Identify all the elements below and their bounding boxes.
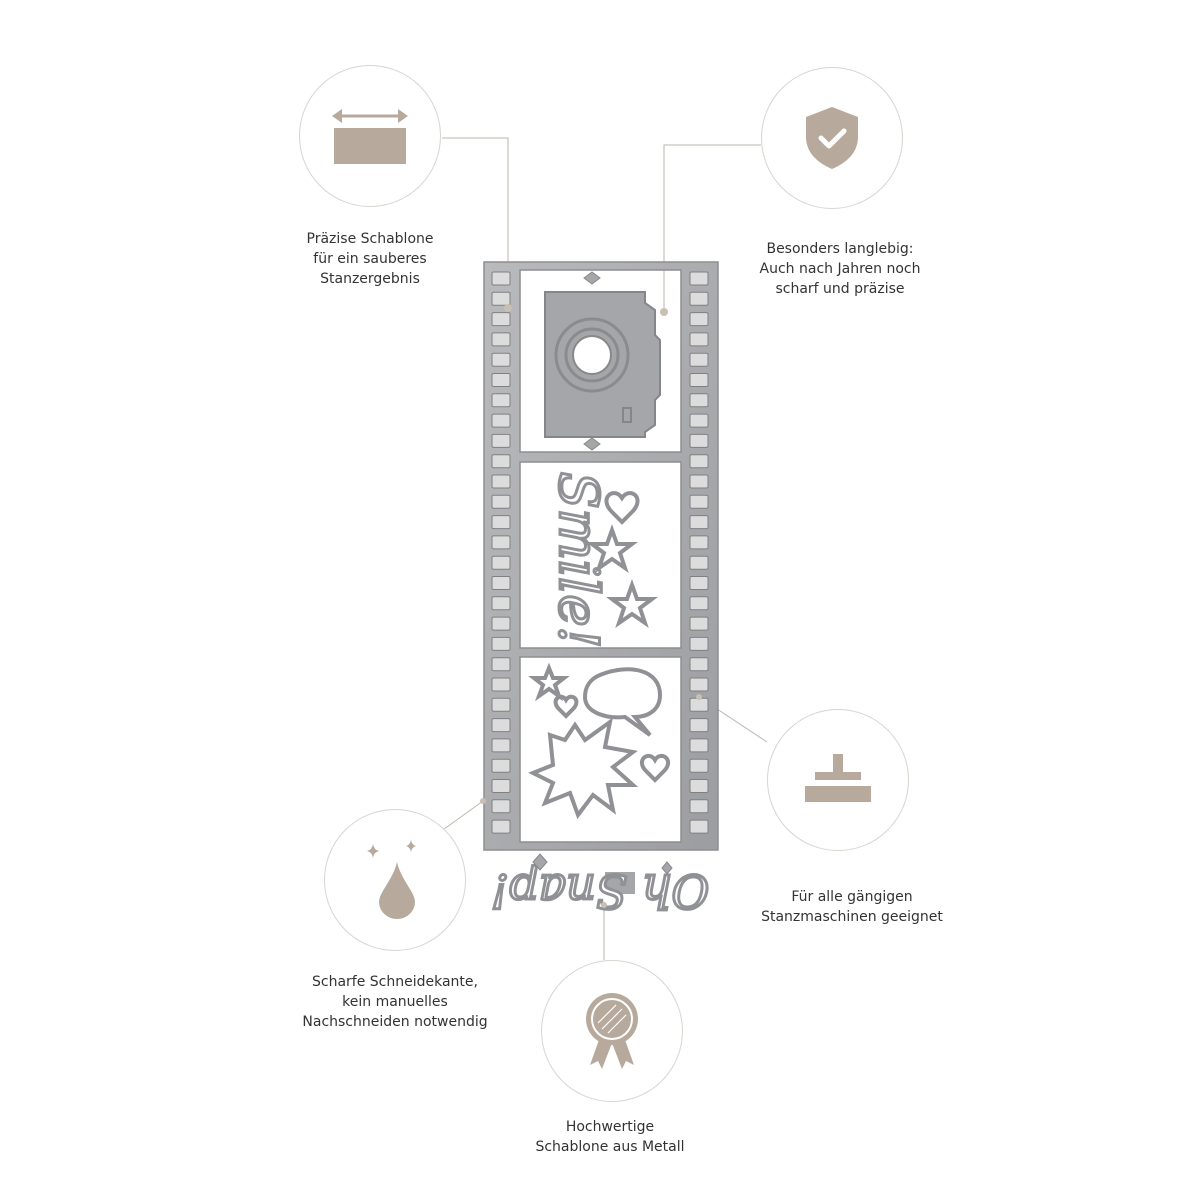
- feature-label-sharp: Scharfe Schneidekante, kein manuelles Na…: [302, 972, 487, 1032]
- sprocket-hole: [491, 454, 511, 469]
- sprocket-hole: [491, 494, 511, 509]
- feature-circle-sharp: [324, 809, 466, 951]
- sprocket-hole: [491, 819, 511, 834]
- label-line: Schablone aus Metall: [535, 1139, 685, 1155]
- pow-die: [528, 662, 671, 820]
- sprocket-hole: [491, 697, 511, 712]
- sprocket-hole: [491, 352, 511, 367]
- feature-label-metal: Hochwertige Schablone aus Metall: [535, 1117, 684, 1157]
- label-line: Stanzergebnis: [320, 271, 420, 287]
- smile-die: Smile!: [546, 470, 658, 650]
- sprocket-hole: [491, 535, 511, 550]
- sprocket-hole: [689, 576, 709, 590]
- feature-circle-durable: [761, 67, 903, 209]
- sprocket-hole: [689, 373, 709, 387]
- sprocket-hole: [689, 352, 709, 367]
- sprocket-hole: [689, 494, 709, 509]
- sprocket-hole: [689, 291, 709, 306]
- sprocket-hole: [689, 779, 709, 793]
- label-line: Besonders langlebig:: [766, 241, 914, 257]
- sprocket-hole: [689, 677, 709, 692]
- label-line: Für alle gängigen: [791, 889, 913, 905]
- sprocket-hole: [689, 718, 709, 733]
- sprocket-hole: [491, 576, 511, 590]
- sprocket-hole: [689, 413, 709, 428]
- sprocket-hole: [689, 657, 709, 672]
- sprocket-hole: [491, 555, 511, 570]
- width-arrow-icon: [332, 109, 408, 164]
- sprocket-hole: [491, 779, 511, 793]
- feature-circle-precise: [299, 65, 441, 207]
- sprocket-hole: [689, 433, 709, 448]
- drop-sparkle-icon: [367, 840, 416, 919]
- sprocket-hole: [491, 413, 511, 428]
- sprocket-hole: [491, 433, 511, 448]
- sprocket-hole: [689, 799, 709, 814]
- sprocket-hole: [689, 555, 709, 570]
- sprocket-hole: [689, 636, 709, 651]
- sprocket-hole: [491, 373, 511, 387]
- label-line: Nachschneiden notwendig: [302, 1014, 488, 1030]
- sprocket-hole: [491, 332, 511, 347]
- sprocket-hole: [491, 515, 511, 530]
- svg-text:Oh Snap!: Oh Snap!: [491, 864, 709, 918]
- sprocket-hole: [689, 312, 709, 327]
- sprocket-hole: [491, 677, 511, 692]
- sprocket-holes: [491, 271, 709, 834]
- sprocket-hole: [689, 271, 709, 286]
- feature-circle-metal: [541, 960, 683, 1102]
- sprocket-hole: [491, 636, 511, 651]
- label-line: für ein sauberes: [313, 251, 427, 267]
- sprocket-hole: [689, 819, 709, 834]
- label-line: Auch nach Jahren noch: [759, 261, 921, 277]
- sprocket-hole: [491, 758, 511, 773]
- label-line: Hochwertige: [565, 1119, 655, 1135]
- sprocket-hole: [491, 596, 511, 611]
- sprocket-hole: [491, 271, 511, 286]
- sprocket-hole: [491, 312, 511, 327]
- feature-circle-machines: [767, 709, 909, 851]
- sprocket-hole: [491, 738, 511, 753]
- sprocket-hole: [689, 393, 709, 408]
- sprocket-hole: [689, 515, 709, 530]
- sprocket-hole: [491, 474, 511, 489]
- camera-die: [544, 271, 661, 451]
- sprocket-hole: [689, 596, 709, 611]
- sprocket-hole: [491, 799, 511, 814]
- shield-check-icon: [806, 107, 858, 169]
- sprocket-hole: [491, 616, 511, 631]
- sprocket-hole: [491, 657, 511, 672]
- sprocket-hole: [491, 718, 511, 733]
- label-line: kein manuelles: [342, 994, 448, 1010]
- sprocket-hole: [689, 535, 709, 550]
- sprocket-hole: [689, 697, 709, 712]
- feature-label-durable: Besonders langlebig: Auch nach Jahren no…: [760, 239, 921, 299]
- label-line: scharf und präzise: [775, 281, 905, 297]
- medal-icon: [586, 993, 638, 1069]
- sprocket-hole: [689, 616, 709, 631]
- sprocket-hole: [689, 738, 709, 753]
- label-line: Stanzmaschinen geeignet: [761, 909, 943, 925]
- sprocket-hole: [491, 291, 511, 306]
- feature-label-precise: Präzise Schablone für ein sauberes Stanz…: [307, 229, 434, 289]
- sprocket-hole: [689, 474, 709, 489]
- press-machine-icon: [805, 754, 871, 802]
- sprocket-hole: [689, 332, 709, 347]
- sprocket-hole: [491, 393, 511, 408]
- sprocket-hole: [689, 454, 709, 469]
- oh-snap-die: Oh Snap!: [489, 853, 711, 920]
- sprocket-hole: [689, 758, 709, 773]
- label-line: Scharfe Schneidekante,: [312, 974, 478, 990]
- svg-text:Smile!: Smile!: [547, 472, 610, 648]
- feature-label-machines: Für alle gängigen Stanzmaschinen geeigne…: [761, 887, 943, 927]
- label-line: Präzise Schablone: [306, 231, 434, 247]
